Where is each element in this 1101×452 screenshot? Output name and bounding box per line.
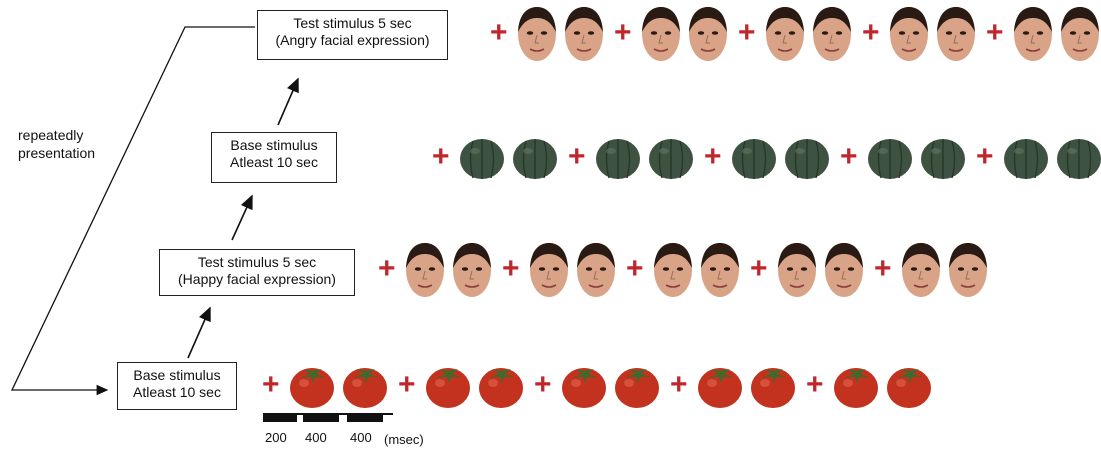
repeat-loop-line [10, 26, 255, 396]
face-image [576, 242, 616, 303]
fixation-cross: + [378, 252, 396, 285]
timing-bar [263, 413, 393, 422]
pumpkin-image [1056, 135, 1101, 186]
box-line: Test stimulus 5 sec [197, 254, 317, 270]
fixation-cross: + [874, 252, 892, 285]
tomato-image [697, 363, 743, 414]
face-image [653, 242, 693, 303]
pumpkin-image [1003, 135, 1049, 186]
arrow-base2-to-angry [277, 77, 299, 126]
fixation-cross: + [626, 252, 644, 285]
fixation-cross: + [840, 140, 858, 173]
pumpkin-image [459, 135, 505, 186]
face-image [452, 242, 492, 303]
base-stimulus-box-2: Base stimulus Atleast 10 sec [211, 132, 337, 183]
fixation-cross: + [502, 252, 520, 285]
fixation-cross: + [398, 368, 416, 401]
fixation-cross: + [862, 16, 880, 49]
fixation-cross: + [670, 368, 688, 401]
pumpkin-image [731, 135, 777, 186]
face-image [777, 242, 817, 303]
box-line: Test stimulus 5 sec [293, 15, 412, 31]
box-line: Base stimulus [133, 367, 221, 383]
pumpkin-image [784, 135, 830, 186]
tomato-image [886, 363, 932, 414]
face-image [824, 242, 864, 303]
face-image [688, 6, 728, 67]
arrow-base1-to-happy [187, 306, 211, 359]
face-image [812, 6, 852, 67]
face-image [889, 6, 929, 67]
fixation-cross: + [750, 252, 768, 285]
pumpkin-image [867, 135, 913, 186]
repeat-label-line2: presentation [18, 145, 96, 161]
timing-label-400b: 400 [350, 430, 372, 445]
tomato-image [561, 363, 607, 414]
fixation-cross: + [534, 368, 552, 401]
face-image [517, 6, 557, 67]
fixation-cross: + [490, 16, 508, 49]
test-stimulus-happy-box: Test stimulus 5 sec (Happy facial expres… [159, 249, 355, 296]
face-image [901, 242, 941, 303]
arrow-happy-to-base2 [231, 194, 253, 241]
timing-label-400a: 400 [305, 430, 327, 445]
tomato-image [425, 363, 471, 414]
face-image [936, 6, 976, 67]
timing-segment [263, 413, 297, 422]
fixation-cross: + [986, 16, 1004, 49]
face-image [405, 242, 445, 303]
timing-unit: (msec) [384, 432, 424, 447]
fixation-cross: + [738, 16, 756, 49]
pumpkin-image [920, 135, 966, 186]
timing-segment [303, 413, 339, 422]
box-line: Atleast 10 sec [133, 384, 221, 400]
box-line: Atleast 10 sec [230, 154, 318, 170]
face-image [564, 6, 604, 67]
tomato-image [750, 363, 796, 414]
timing-segment [347, 413, 383, 422]
tomato-image [342, 363, 388, 414]
fixation-cross: + [614, 16, 632, 49]
fixation-cross: + [262, 368, 280, 401]
tomato-image [614, 363, 660, 414]
test-stimulus-angry-box: Test stimulus 5 sec (Angry facial expres… [257, 10, 448, 60]
box-line: Base stimulus [230, 137, 318, 153]
repeat-label: repeatedly presentation [18, 126, 95, 162]
base-stimulus-box-1: Base stimulus Atleast 10 sec [117, 362, 237, 410]
face-image [1060, 6, 1100, 67]
box-line: (Angry facial expression) [275, 32, 430, 48]
repeat-label-line1: repeatedly [18, 127, 84, 143]
fixation-cross: + [976, 140, 994, 173]
box-line: (Happy facial expression) [178, 271, 336, 287]
tomato-image [289, 363, 335, 414]
face-image [765, 6, 805, 67]
tomato-image [478, 363, 524, 414]
fixation-cross: + [806, 368, 824, 401]
timing-label-200: 200 [265, 430, 287, 445]
tomato-image [833, 363, 879, 414]
pumpkin-image [595, 135, 641, 186]
pumpkin-image [512, 135, 558, 186]
face-image [948, 242, 988, 303]
face-image [1013, 6, 1053, 67]
face-image [641, 6, 681, 67]
fixation-cross: + [704, 140, 722, 173]
face-image [700, 242, 740, 303]
fixation-cross: + [432, 140, 450, 173]
pumpkin-image [648, 135, 694, 186]
face-image [529, 242, 569, 303]
fixation-cross: + [568, 140, 586, 173]
